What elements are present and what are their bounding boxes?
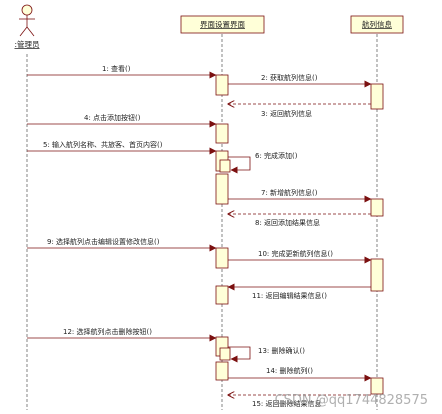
activation-page xyxy=(215,247,229,269)
participant-info: 航列信息 xyxy=(350,15,404,34)
message-label: 2: 获取航列信息() xyxy=(261,73,318,82)
watermark-text: CSDN @qq1744828575 xyxy=(274,393,428,408)
activation-page xyxy=(215,74,229,96)
self-message-arrow xyxy=(228,346,251,363)
actor-leg-right xyxy=(26,26,35,37)
message-label: 3: 返回航列信息 xyxy=(261,109,312,118)
message-label: 5: 输入航列名称、共旅客、首页内容() xyxy=(43,140,163,149)
actor-admin-label: :管理员 xyxy=(14,39,40,49)
activation-info xyxy=(370,258,384,292)
participant-info-label: 航列信息 xyxy=(362,19,392,29)
message-label: 15: 返回删除结果信息 xyxy=(252,399,322,408)
message-label: 8: 返回添加结果信息 xyxy=(255,218,320,227)
activation-page xyxy=(215,361,229,381)
activation-page xyxy=(219,159,231,173)
actor-admin: :管理员 xyxy=(14,4,40,49)
activation-info xyxy=(370,83,384,110)
message-label: 11: 返回编辑结果信息() xyxy=(252,291,327,300)
message-label: 7: 新增航列信息() xyxy=(261,188,318,197)
participant-page-label: 界面设置界面 xyxy=(200,19,245,29)
message-label: 9: 选择航列点击编辑设置修改信息() xyxy=(47,237,160,246)
actor-leg-left xyxy=(19,26,28,37)
message-label: 6: 完成添加() xyxy=(255,151,298,160)
activation-info xyxy=(370,198,384,217)
self-message-arrow xyxy=(228,156,251,174)
participant-info-box xyxy=(350,15,404,34)
activation-page xyxy=(215,285,229,305)
activation-page xyxy=(219,347,231,361)
actor-head xyxy=(21,4,33,16)
activation-info xyxy=(370,377,384,395)
message-label: 12: 选择航列点击删除按钮() xyxy=(63,327,152,336)
activation-page xyxy=(215,123,229,144)
activation-page xyxy=(215,173,229,205)
message-label: 1: 查看() xyxy=(102,64,131,73)
participant-page: 界面设置界面 xyxy=(180,15,265,34)
message-label: 4: 点击添加按钮() xyxy=(84,113,141,122)
message-label: 13: 删除确认() xyxy=(258,346,305,355)
message-label: 10: 完成更新航列信息() xyxy=(258,249,333,258)
participant-page-box xyxy=(180,15,265,34)
message-label: 14: 删除航列() xyxy=(266,366,313,375)
